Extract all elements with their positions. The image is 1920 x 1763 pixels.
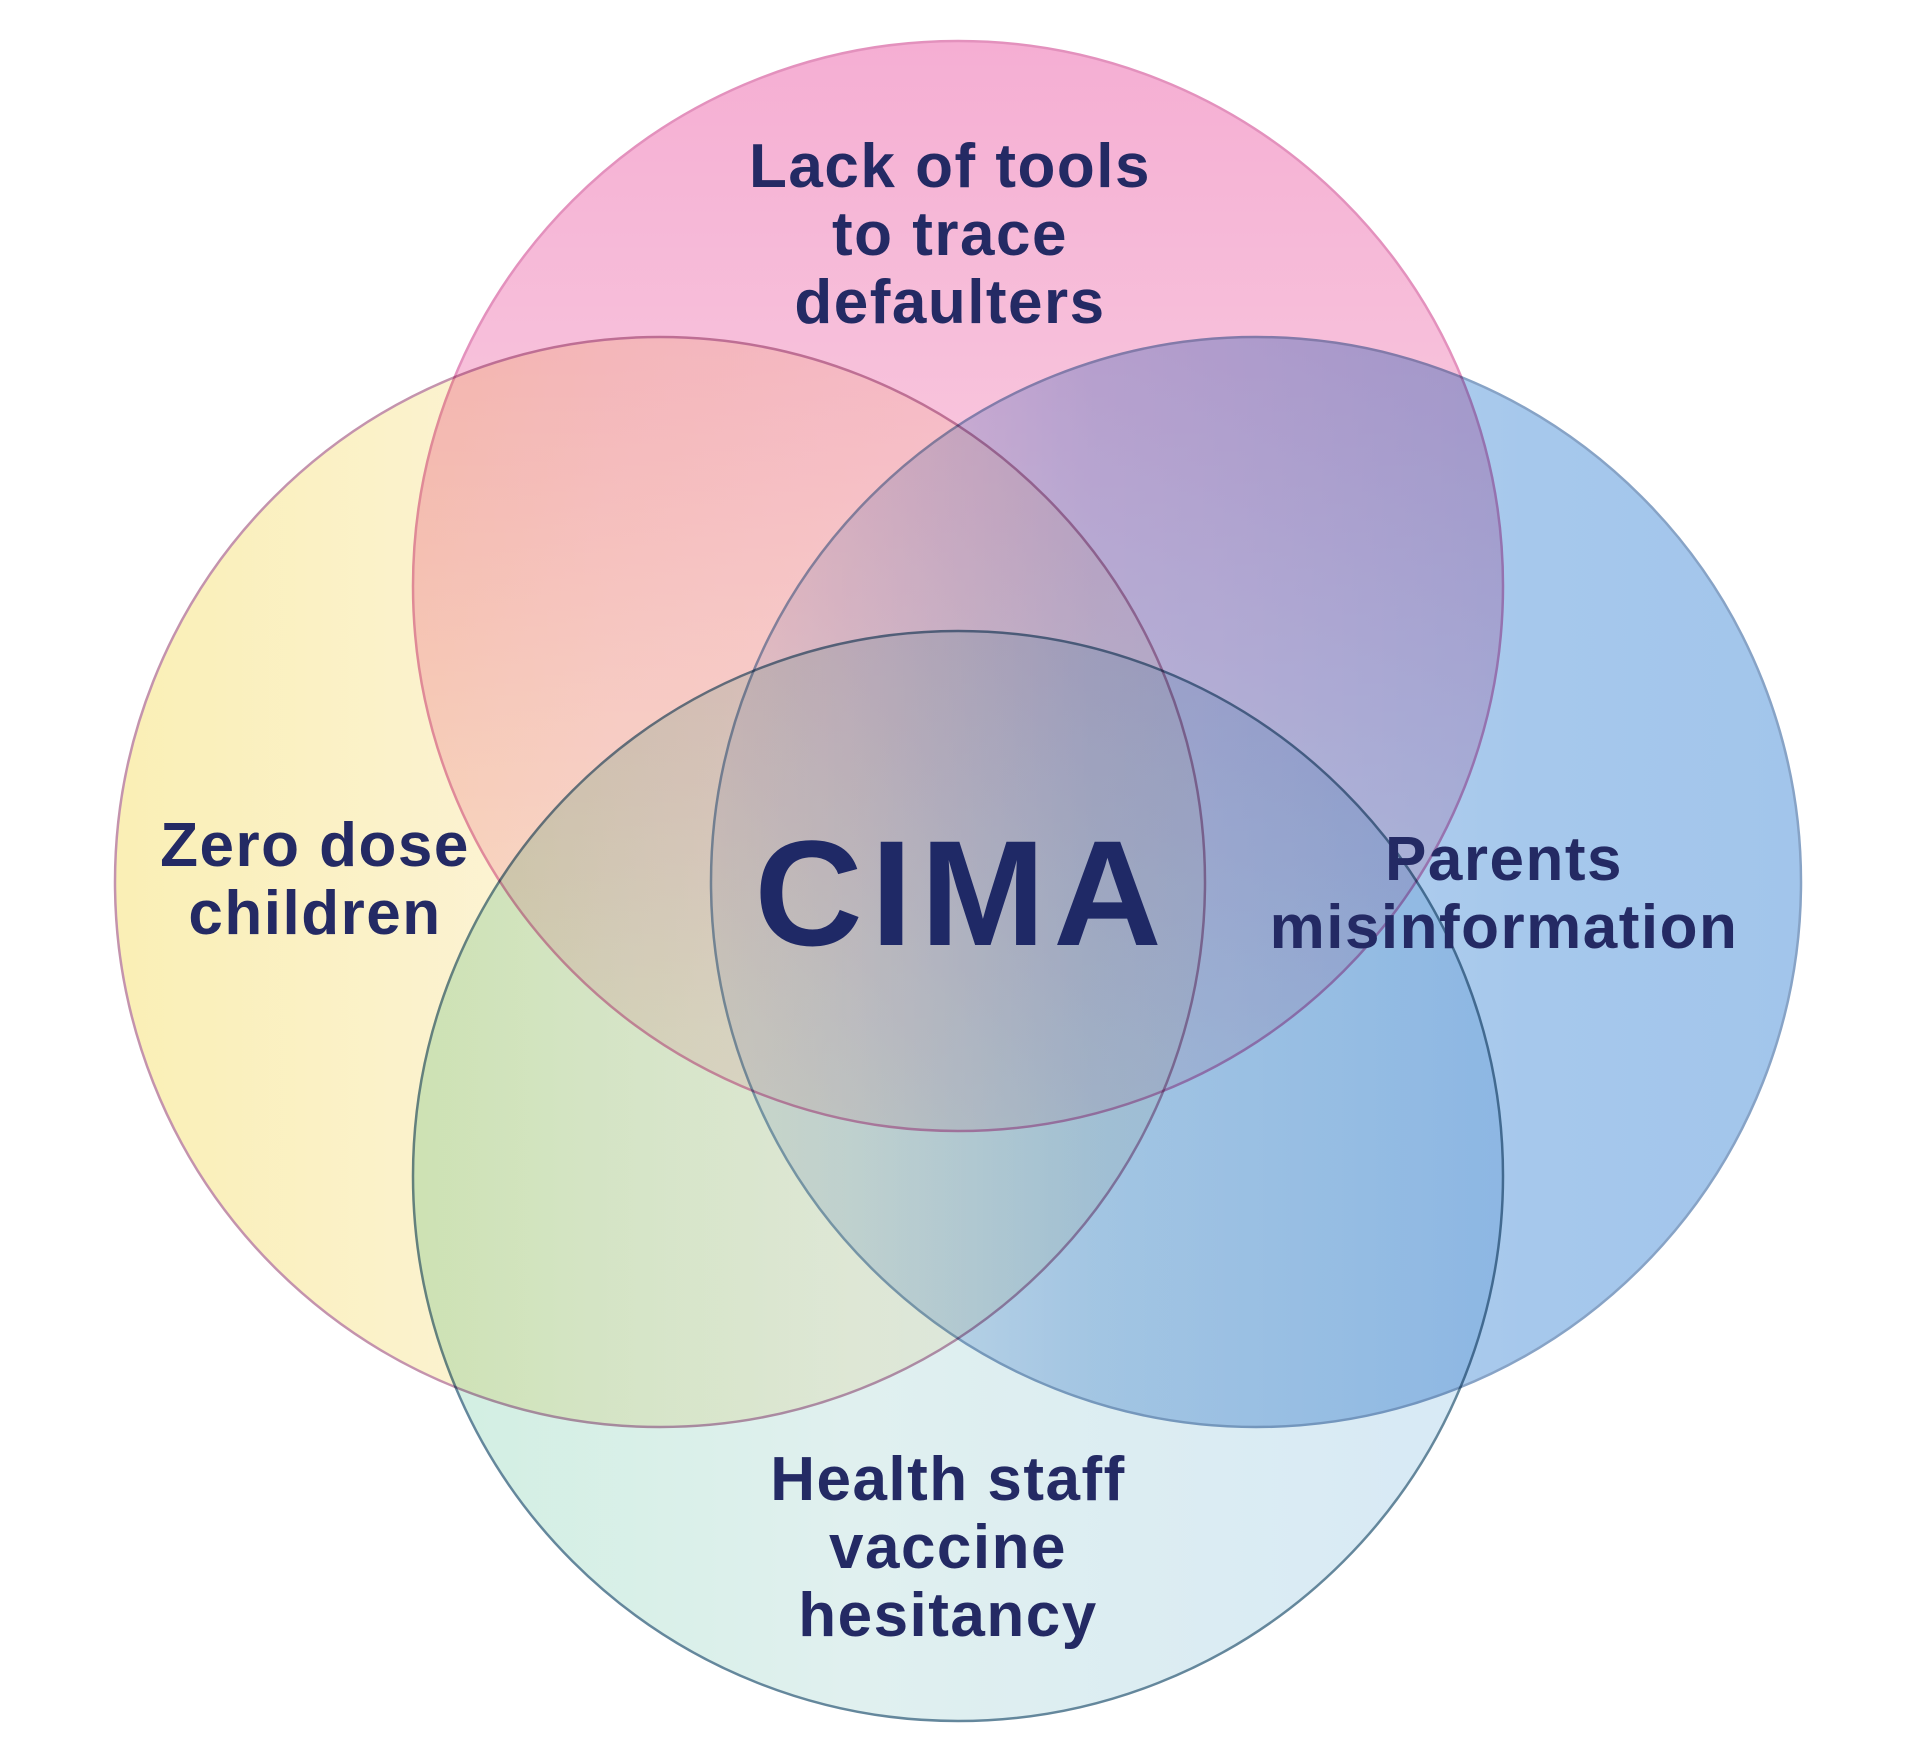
label-lack-of-tools: Lack of tools to trace defaulters bbox=[749, 132, 1151, 337]
center-title: CIMA bbox=[754, 809, 1170, 977]
label-parents-misinformation: Parents misinformation bbox=[1269, 825, 1739, 962]
circle-health-staff-vaccine-hesitancy bbox=[411, 629, 1505, 1723]
label-zero-dose-children: Zero dose children bbox=[160, 811, 470, 948]
label-health-staff-vaccine-hesitancy: Health staff vaccine hesitancy bbox=[770, 1445, 1126, 1650]
